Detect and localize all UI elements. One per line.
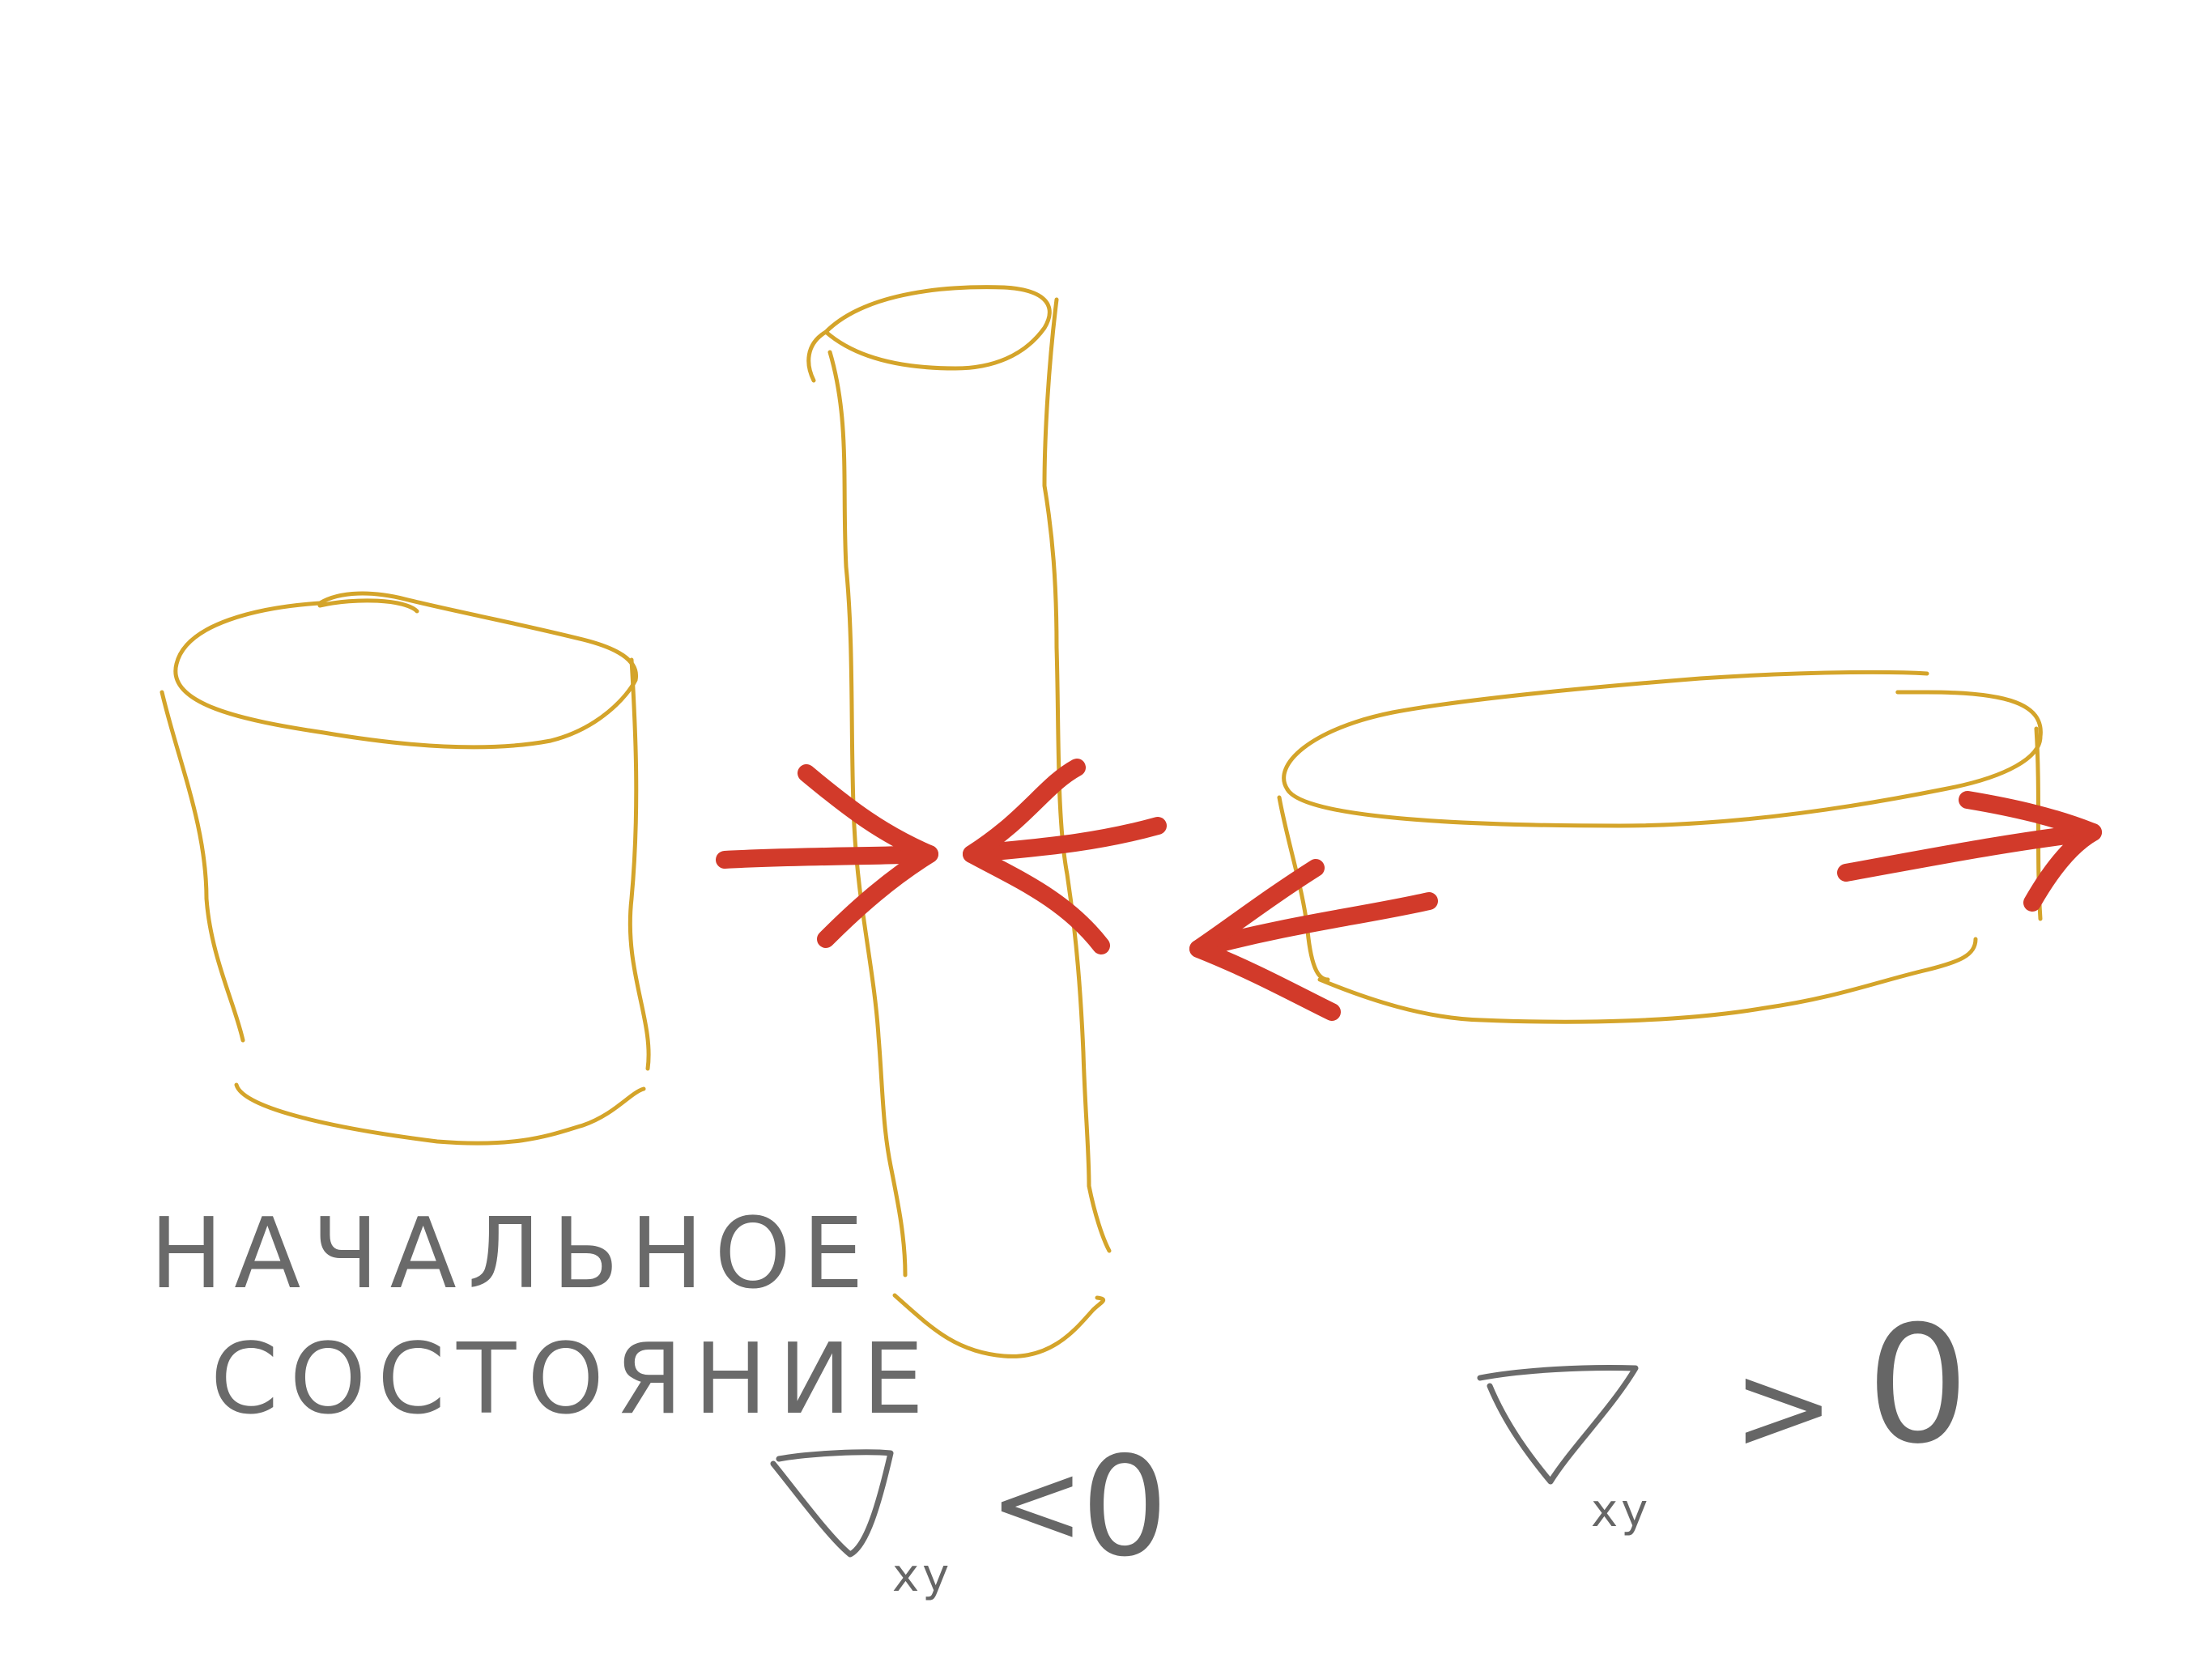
expansion-arrow-right-head [1959,791,2102,912]
initial-cylinder-right-side [627,657,651,1071]
expansion-arrows [1189,791,2102,1021]
middle-nabla-operator: ∇ [826,1513,827,1515]
compression-arrow-left-shaft [716,845,938,869]
compression-arrow-right-head [963,759,1110,954]
expansion-arrow-right-shaft [1837,823,2102,882]
right-nabla-operator: ∇ [1538,1432,1539,1434]
initial-state-label-line1: НАЧАЛЬНОЕ [150,1198,875,1311]
middle-relation-symbol: < [989,1438,1084,1570]
compression-arrow-left-head [798,764,938,948]
right-nabla-subscript: xy [1591,1485,1651,1537]
flattened-cylinder-bottom-arc [1317,937,1978,1024]
compression-arrow-right-shaft [963,817,1167,863]
stretched-cylinder-top-ellipse [823,285,1052,371]
stretched-cylinder-bottom-arc [892,1293,1106,1358]
flattened-cylinder [1277,670,2043,1024]
right-relation-symbol: > [1733,1337,1835,1478]
stretched-cylinder-left-side [827,350,908,1278]
right-nabla-symbol [1477,1365,1639,1485]
initial-state-cylinder [160,591,651,1146]
stretched-cylinder [806,285,1112,1358]
initial-cylinder-left-side [160,690,245,1043]
compression-arrows [716,759,1167,954]
right-inequality: xy > 0 [1477,1291,1969,1537]
flattened-cylinder-top-ellipse-front [1285,690,2043,828]
right-value: 0 [1866,1291,1969,1480]
middle-nabla-symbol [770,1449,894,1558]
stretched-cylinder-top-tick [806,329,828,383]
initial-cylinder-top-flick [317,598,419,614]
stretched-cylinder-right-side [1042,297,1112,1253]
middle-nabla-subscript: xy [892,1550,952,1602]
middle-inequality: xy < 0 [770,1427,1168,1602]
flattened-cylinder-top-ellipse [1282,670,1929,792]
initial-cylinder-top-ellipse [173,591,639,750]
expansion-arrow-left-shaft [1189,892,1438,958]
initial-state-label-line2: СОСТОЯНИЕ [211,1324,935,1436]
expansion-arrow-left-head [1189,859,1341,1021]
middle-value: 0 [1081,1427,1168,1588]
initial-cylinder-bottom-arc [234,1082,646,1146]
